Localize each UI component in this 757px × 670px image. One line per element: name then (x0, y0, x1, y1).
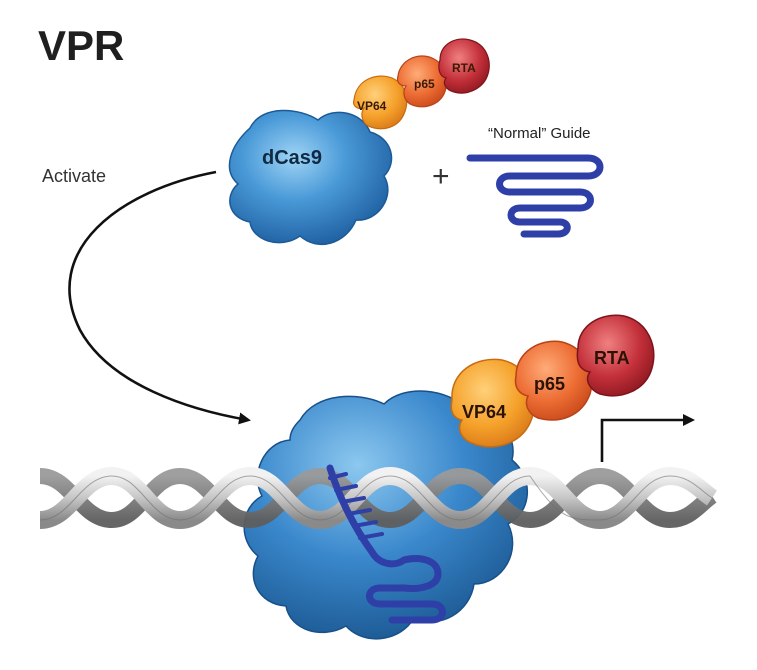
rta-label-bound: RTA (594, 348, 630, 368)
activate-arrow (68, 170, 251, 425)
plus-sign: + (432, 160, 450, 193)
guide-label: “Normal” Guide (488, 125, 591, 142)
vp64-domain-bound (450, 358, 536, 448)
activate-label: Activate (42, 166, 106, 186)
vp64-label-top: VP64 (357, 99, 387, 113)
dcas9-protein-top (228, 109, 393, 246)
dcas9-label: dCas9 (262, 147, 322, 169)
p65-domain-top (396, 55, 448, 108)
diagram-title: VPR (38, 22, 124, 69)
rta-domain-bound (576, 314, 655, 397)
normal-guide-rna (466, 154, 604, 238)
p65-domain-bound (514, 340, 593, 421)
vp64-label-bound: VP64 (462, 402, 506, 422)
dna-double-helix (38, 466, 718, 530)
rta-label-top: RTA (452, 61, 476, 75)
bound-guide-rna (326, 464, 446, 624)
rta-domain-top (438, 38, 490, 94)
transcription-arrow (600, 414, 695, 462)
p65-label-top: p65 (414, 77, 435, 91)
p65-label-bound: p65 (534, 374, 565, 394)
vp64-domain-top (353, 75, 408, 130)
